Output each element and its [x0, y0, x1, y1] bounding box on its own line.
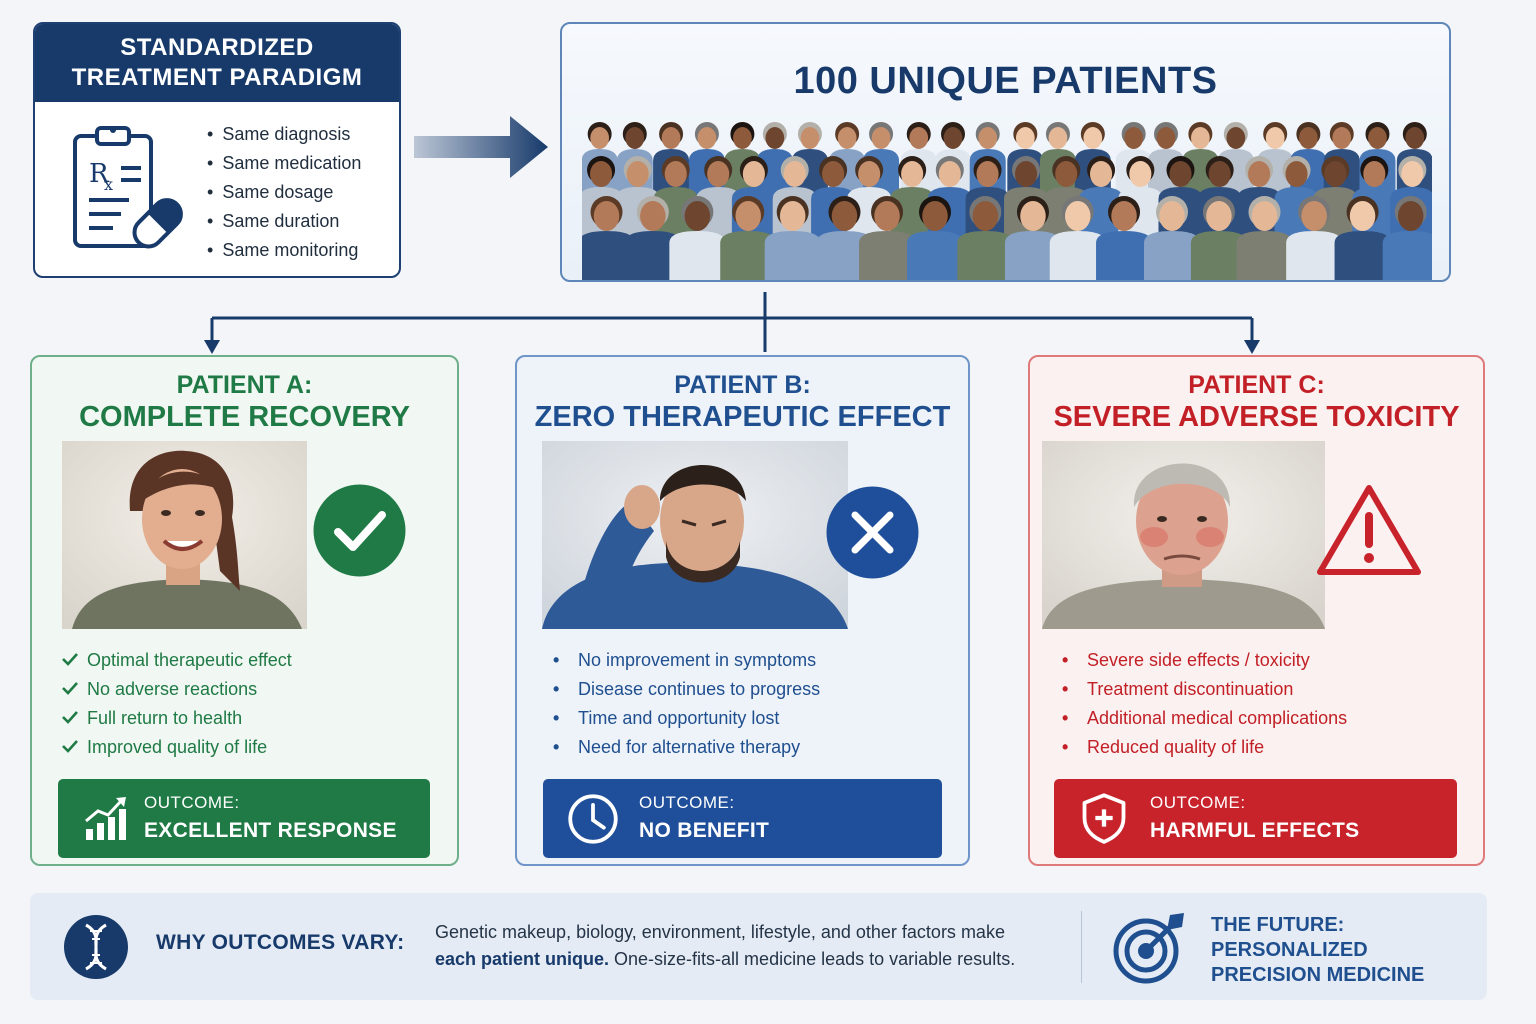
- list-item: •Additional medical complications: [1062, 708, 1348, 728]
- patient-b-photo: [542, 441, 848, 629]
- outcome-value: NO BENEFIT: [639, 819, 770, 842]
- person-figure: [1144, 196, 1201, 280]
- x-circle-icon: [826, 486, 919, 579]
- card-title-line2: COMPLETE RECOVERY: [79, 401, 410, 433]
- list-item: Optimal therapeutic effect: [62, 646, 292, 675]
- growth-chart-icon: [85, 797, 126, 840]
- list-item: •Treatment discontinuation: [1062, 679, 1294, 699]
- list-item: •Severe side effects / toxicity: [1062, 650, 1310, 670]
- patient-b-card: PATIENT B: ZERO THERAPEUTIC EFFECT •No i…: [515, 355, 970, 866]
- list-item: •Time and opportunity lost: [553, 708, 780, 728]
- patients-title: 100 UNIQUE PATIENTS: [793, 60, 1218, 102]
- check-icon: [62, 711, 78, 724]
- person-figure: [1334, 196, 1391, 280]
- person-figure: [1190, 196, 1247, 280]
- warning-triangle-icon: [1317, 485, 1421, 575]
- person-figure: [957, 196, 1014, 280]
- check-circle-icon: [313, 484, 406, 577]
- patients-panel: 100 UNIQUE PATIENTS: [560, 22, 1451, 282]
- patient-a-card: PATIENT A: COMPLETE RECOVERY Optimal the…: [30, 355, 459, 866]
- banner-divider: [1081, 911, 1082, 983]
- card-title-line1: PATIENT B:: [674, 371, 811, 399]
- why-outcomes-label: WHY OUTCOMES VARY:: [156, 931, 405, 954]
- person-figure: [816, 196, 873, 280]
- patient-crowd-illustration: [582, 122, 1432, 280]
- card-title-line1: PATIENT C:: [1188, 371, 1325, 399]
- list-item: No adverse reactions: [62, 675, 292, 704]
- outcome-label: OUTCOME:: [1150, 793, 1246, 812]
- paradigm-header: STANDARDIZED TREATMENT PARADIGM: [35, 24, 399, 102]
- person-figure: [1286, 196, 1343, 280]
- patient-a-points: Optimal therapeutic effect No adverse re…: [62, 646, 292, 762]
- right-arrow-icon: [414, 116, 548, 178]
- svg-text:x: x: [104, 175, 113, 194]
- list-item: Same duration: [207, 207, 361, 236]
- paradigm-title-line1: STANDARDIZED: [120, 34, 314, 61]
- person-figure: [582, 196, 635, 280]
- patient-b-outcome: OUTCOME: NO BENEFIT: [543, 779, 942, 858]
- standardized-paradigm-box: STANDARDIZED TREATMENT PARADIGM R x Same…: [33, 22, 401, 278]
- outcome-value: HARMFUL EFFECTS: [1150, 819, 1360, 842]
- future-text: THE FUTURE: PERSONALIZED PRECISION MEDIC…: [1211, 914, 1425, 986]
- list-item: Full return to health: [62, 704, 292, 733]
- paradigm-title-line2: TREATMENT PARADIGM: [71, 64, 363, 91]
- svg-text:R: R: [89, 159, 110, 189]
- target-icon: [1113, 913, 1184, 984]
- list-item: •Need for alternative therapy: [553, 737, 801, 757]
- patient-c-outcome: OUTCOME: HARMFUL EFFECTS: [1054, 779, 1457, 858]
- list-item: Same diagnosis: [207, 120, 361, 149]
- card-title-line1: PATIENT A:: [176, 371, 313, 399]
- paradigm-list: Same diagnosis Same medication Same dosa…: [207, 120, 361, 265]
- patient-c-points: •Severe side effects / toxicity •Treatme…: [1062, 646, 1347, 762]
- outcome-label: OUTCOME:: [144, 793, 240, 812]
- person-figure: [720, 196, 777, 280]
- list-item: •Reduced quality of life: [1062, 737, 1265, 757]
- person-figure: [1049, 196, 1106, 280]
- person-figure: [624, 196, 681, 280]
- list-item: Improved quality of life: [62, 733, 292, 762]
- patient-a-photo: [62, 441, 307, 629]
- outcome-value: EXCELLENT RESPONSE: [144, 819, 397, 842]
- list-item: •Disease continues to progress: [553, 679, 821, 699]
- check-icon: [62, 682, 78, 695]
- patient-c-photo: [1042, 441, 1325, 629]
- person-figure: [669, 196, 726, 280]
- why-outcomes-text: Genetic makeup, biology, environment, li…: [435, 922, 1016, 969]
- prescription-clipboard-icon: R x: [73, 126, 183, 249]
- list-item: •No improvement in symptoms: [553, 650, 817, 670]
- why-outcomes-banner: WHY OUTCOMES VARY: Genetic makeup, biolo…: [30, 893, 1487, 1000]
- outcome-label: OUTCOME:: [639, 793, 735, 812]
- shield-plus-icon: [1082, 793, 1126, 844]
- list-item: Same dosage: [207, 178, 361, 207]
- list-item: Same medication: [207, 149, 361, 178]
- card-title-line2: ZERO THERAPEUTIC EFFECT: [534, 401, 951, 433]
- person-figure: [859, 196, 916, 280]
- branch-connector: [204, 292, 1260, 354]
- person-figure: [1096, 196, 1153, 280]
- person-figure: [1236, 196, 1293, 280]
- check-icon: [62, 740, 78, 753]
- clock-icon: [568, 794, 618, 844]
- card-title-line2: SEVERE ADVERSE TOXICITY: [1053, 401, 1460, 433]
- check-icon: [62, 653, 78, 666]
- person-figure: [906, 196, 963, 280]
- patient-b-points: •No improvement in symptoms •Disease con…: [553, 646, 820, 762]
- person-figure: [1004, 196, 1061, 280]
- dna-icon: [64, 915, 128, 979]
- list-item: Same monitoring: [207, 236, 361, 265]
- person-figure: [1382, 196, 1432, 280]
- person-figure: [764, 196, 821, 280]
- patient-c-card: PATIENT C: SEVERE ADVERSE TOXICITY •Seve…: [1028, 355, 1485, 866]
- patient-a-outcome: OUTCOME: EXCELLENT RESPONSE: [58, 779, 430, 858]
